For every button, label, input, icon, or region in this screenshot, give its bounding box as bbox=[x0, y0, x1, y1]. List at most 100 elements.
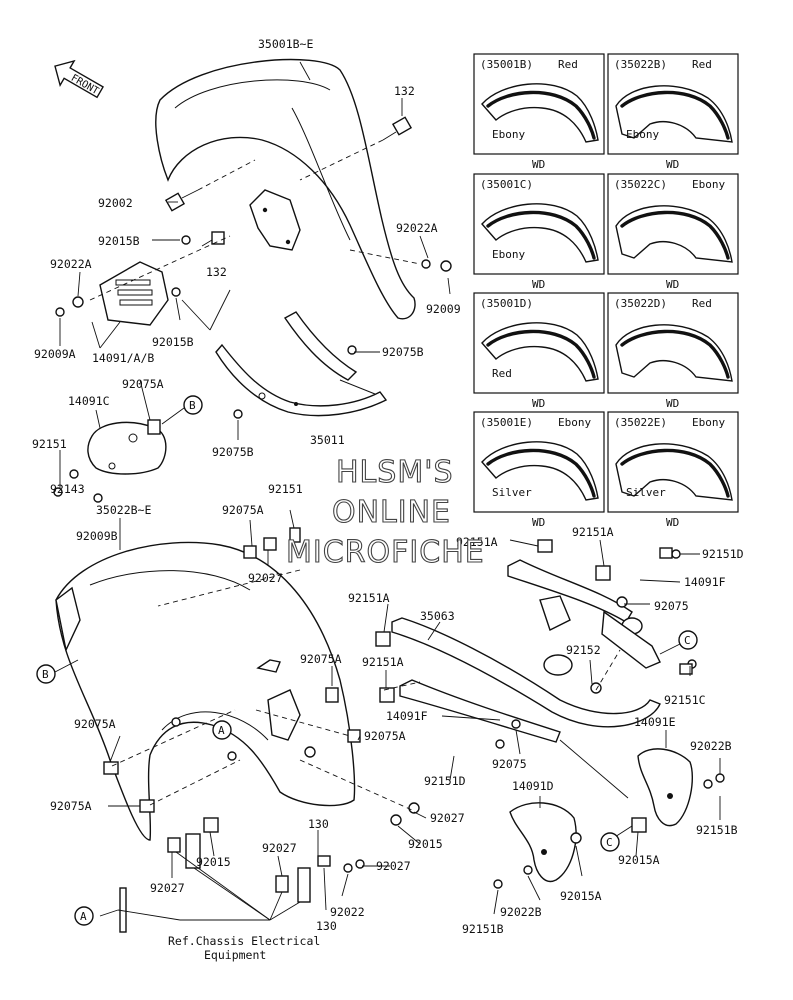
callout: 92151A bbox=[456, 535, 498, 549]
variant-id: (35001C) bbox=[480, 178, 533, 191]
callout: 92009B bbox=[76, 529, 118, 543]
callout: 92075B bbox=[212, 445, 254, 459]
callout: 132 bbox=[394, 84, 415, 98]
rear-fender bbox=[55, 541, 356, 841]
watermark-line2: ONLINE bbox=[332, 495, 451, 530]
callout: 92075B bbox=[382, 345, 424, 359]
side-cover-14091e bbox=[637, 748, 693, 827]
front-fender-thumb bbox=[481, 441, 599, 501]
callout: 92151A bbox=[572, 525, 614, 539]
variant-color-top: Red bbox=[692, 58, 712, 71]
variant-color-bottom: Ebony bbox=[492, 128, 525, 141]
variant-wd-label: WD bbox=[532, 158, 545, 171]
svg-text:B: B bbox=[42, 668, 49, 681]
callout: 92027 bbox=[376, 859, 411, 873]
color-stripe bbox=[620, 210, 730, 260]
callout: 92075A bbox=[50, 799, 92, 813]
callout: 92015A bbox=[618, 853, 660, 867]
variant-id: (35001D) bbox=[480, 297, 533, 310]
callout: 92075A bbox=[364, 729, 406, 743]
callout: 92151D bbox=[702, 547, 744, 561]
callout: 92027 bbox=[150, 881, 185, 895]
callout: 92151A bbox=[362, 655, 404, 669]
callout: 92015B bbox=[152, 335, 194, 349]
callout: 92151C bbox=[664, 693, 706, 707]
callout: 92009 bbox=[426, 302, 461, 316]
callout: 92075 bbox=[654, 599, 689, 613]
callout: 92075A bbox=[300, 652, 342, 666]
svg-text:A: A bbox=[80, 910, 87, 923]
svg-text:A: A bbox=[218, 724, 225, 737]
color-stripe bbox=[620, 90, 730, 140]
variant-wd-label: WD bbox=[666, 516, 679, 529]
variant-color-top: Ebony bbox=[692, 178, 725, 191]
callout: 92022B bbox=[500, 905, 542, 919]
callout: 92075A bbox=[222, 503, 264, 517]
callout: 35063 bbox=[420, 609, 455, 623]
callout: 92015A bbox=[560, 889, 602, 903]
variant-id: (35001B) bbox=[480, 58, 533, 71]
variant-wd-label: WD bbox=[666, 158, 679, 171]
callout: 92022A bbox=[396, 221, 438, 235]
callout: 92022B bbox=[690, 739, 732, 753]
color-stripe bbox=[486, 210, 596, 260]
variant-color-top: Red bbox=[692, 297, 712, 310]
callout: 92009A bbox=[34, 347, 76, 361]
watermark-line3: MICROFICHE bbox=[286, 535, 485, 570]
callout: 92151B bbox=[462, 922, 504, 936]
callout: 92027 bbox=[430, 811, 465, 825]
callout: 92151D bbox=[424, 774, 466, 788]
callout: 92151 bbox=[32, 437, 67, 451]
ref-marker-b-rear: B bbox=[36, 659, 79, 684]
front-fender-thumb bbox=[481, 203, 599, 263]
variant-color-bottom: Ebony bbox=[626, 128, 659, 141]
callout: 92027 bbox=[262, 841, 297, 855]
ref-marker-c-rail: C bbox=[659, 630, 698, 655]
watermark-line1: HLSM'S bbox=[336, 455, 454, 490]
variant-wd-label: WD bbox=[532, 516, 545, 529]
callout: 35022B~E bbox=[96, 503, 151, 517]
rear-rail bbox=[391, 559, 661, 743]
callout: 92075A bbox=[74, 717, 116, 731]
variant-panels: (35001B)RedEbonyWD(35022B)RedEbonyWD(350… bbox=[473, 53, 739, 529]
cover-14091c bbox=[87, 421, 167, 475]
variant-id: (35022C) bbox=[614, 178, 667, 191]
ref-marker-a-fender: A bbox=[212, 720, 232, 740]
callout: 35001B~E bbox=[258, 37, 313, 51]
side-cover-14091d bbox=[509, 802, 577, 883]
variant-color-bottom: Ebony bbox=[492, 248, 525, 261]
callout-labels: 35001B~E 132 92002 92015B 92022A 132 920… bbox=[32, 37, 744, 936]
variant-id: (35022E) bbox=[614, 416, 667, 429]
callout: 92002 bbox=[98, 196, 133, 210]
color-stripe bbox=[620, 448, 730, 498]
svg-text:B: B bbox=[189, 399, 196, 412]
footer-note-line2: Equipment bbox=[204, 948, 266, 962]
callout: 130 bbox=[316, 919, 337, 933]
callout: 92075A bbox=[122, 377, 164, 391]
callout: 92075 bbox=[492, 757, 527, 771]
variant-color-top: Ebony bbox=[558, 416, 591, 429]
svg-text:C: C bbox=[606, 836, 613, 849]
footer-note-line1: Ref.Chassis Electrical bbox=[168, 934, 320, 948]
callout: 92151 bbox=[268, 482, 303, 496]
front-cover-14091 bbox=[99, 261, 169, 326]
bolt-92002 bbox=[164, 189, 199, 212]
callout: 14091/A/B bbox=[92, 351, 154, 365]
variant-color-top: Red bbox=[558, 58, 578, 71]
variant-wd-label: WD bbox=[532, 278, 545, 291]
callout: 92151B bbox=[696, 823, 738, 837]
callout: 14091F bbox=[684, 575, 726, 589]
callout: 14091D bbox=[512, 779, 554, 793]
ref-marker-b-top: B bbox=[161, 395, 203, 425]
fender-brace bbox=[215, 311, 388, 417]
variant-color-bottom: Red bbox=[492, 367, 512, 380]
callout: 92015 bbox=[196, 855, 231, 869]
